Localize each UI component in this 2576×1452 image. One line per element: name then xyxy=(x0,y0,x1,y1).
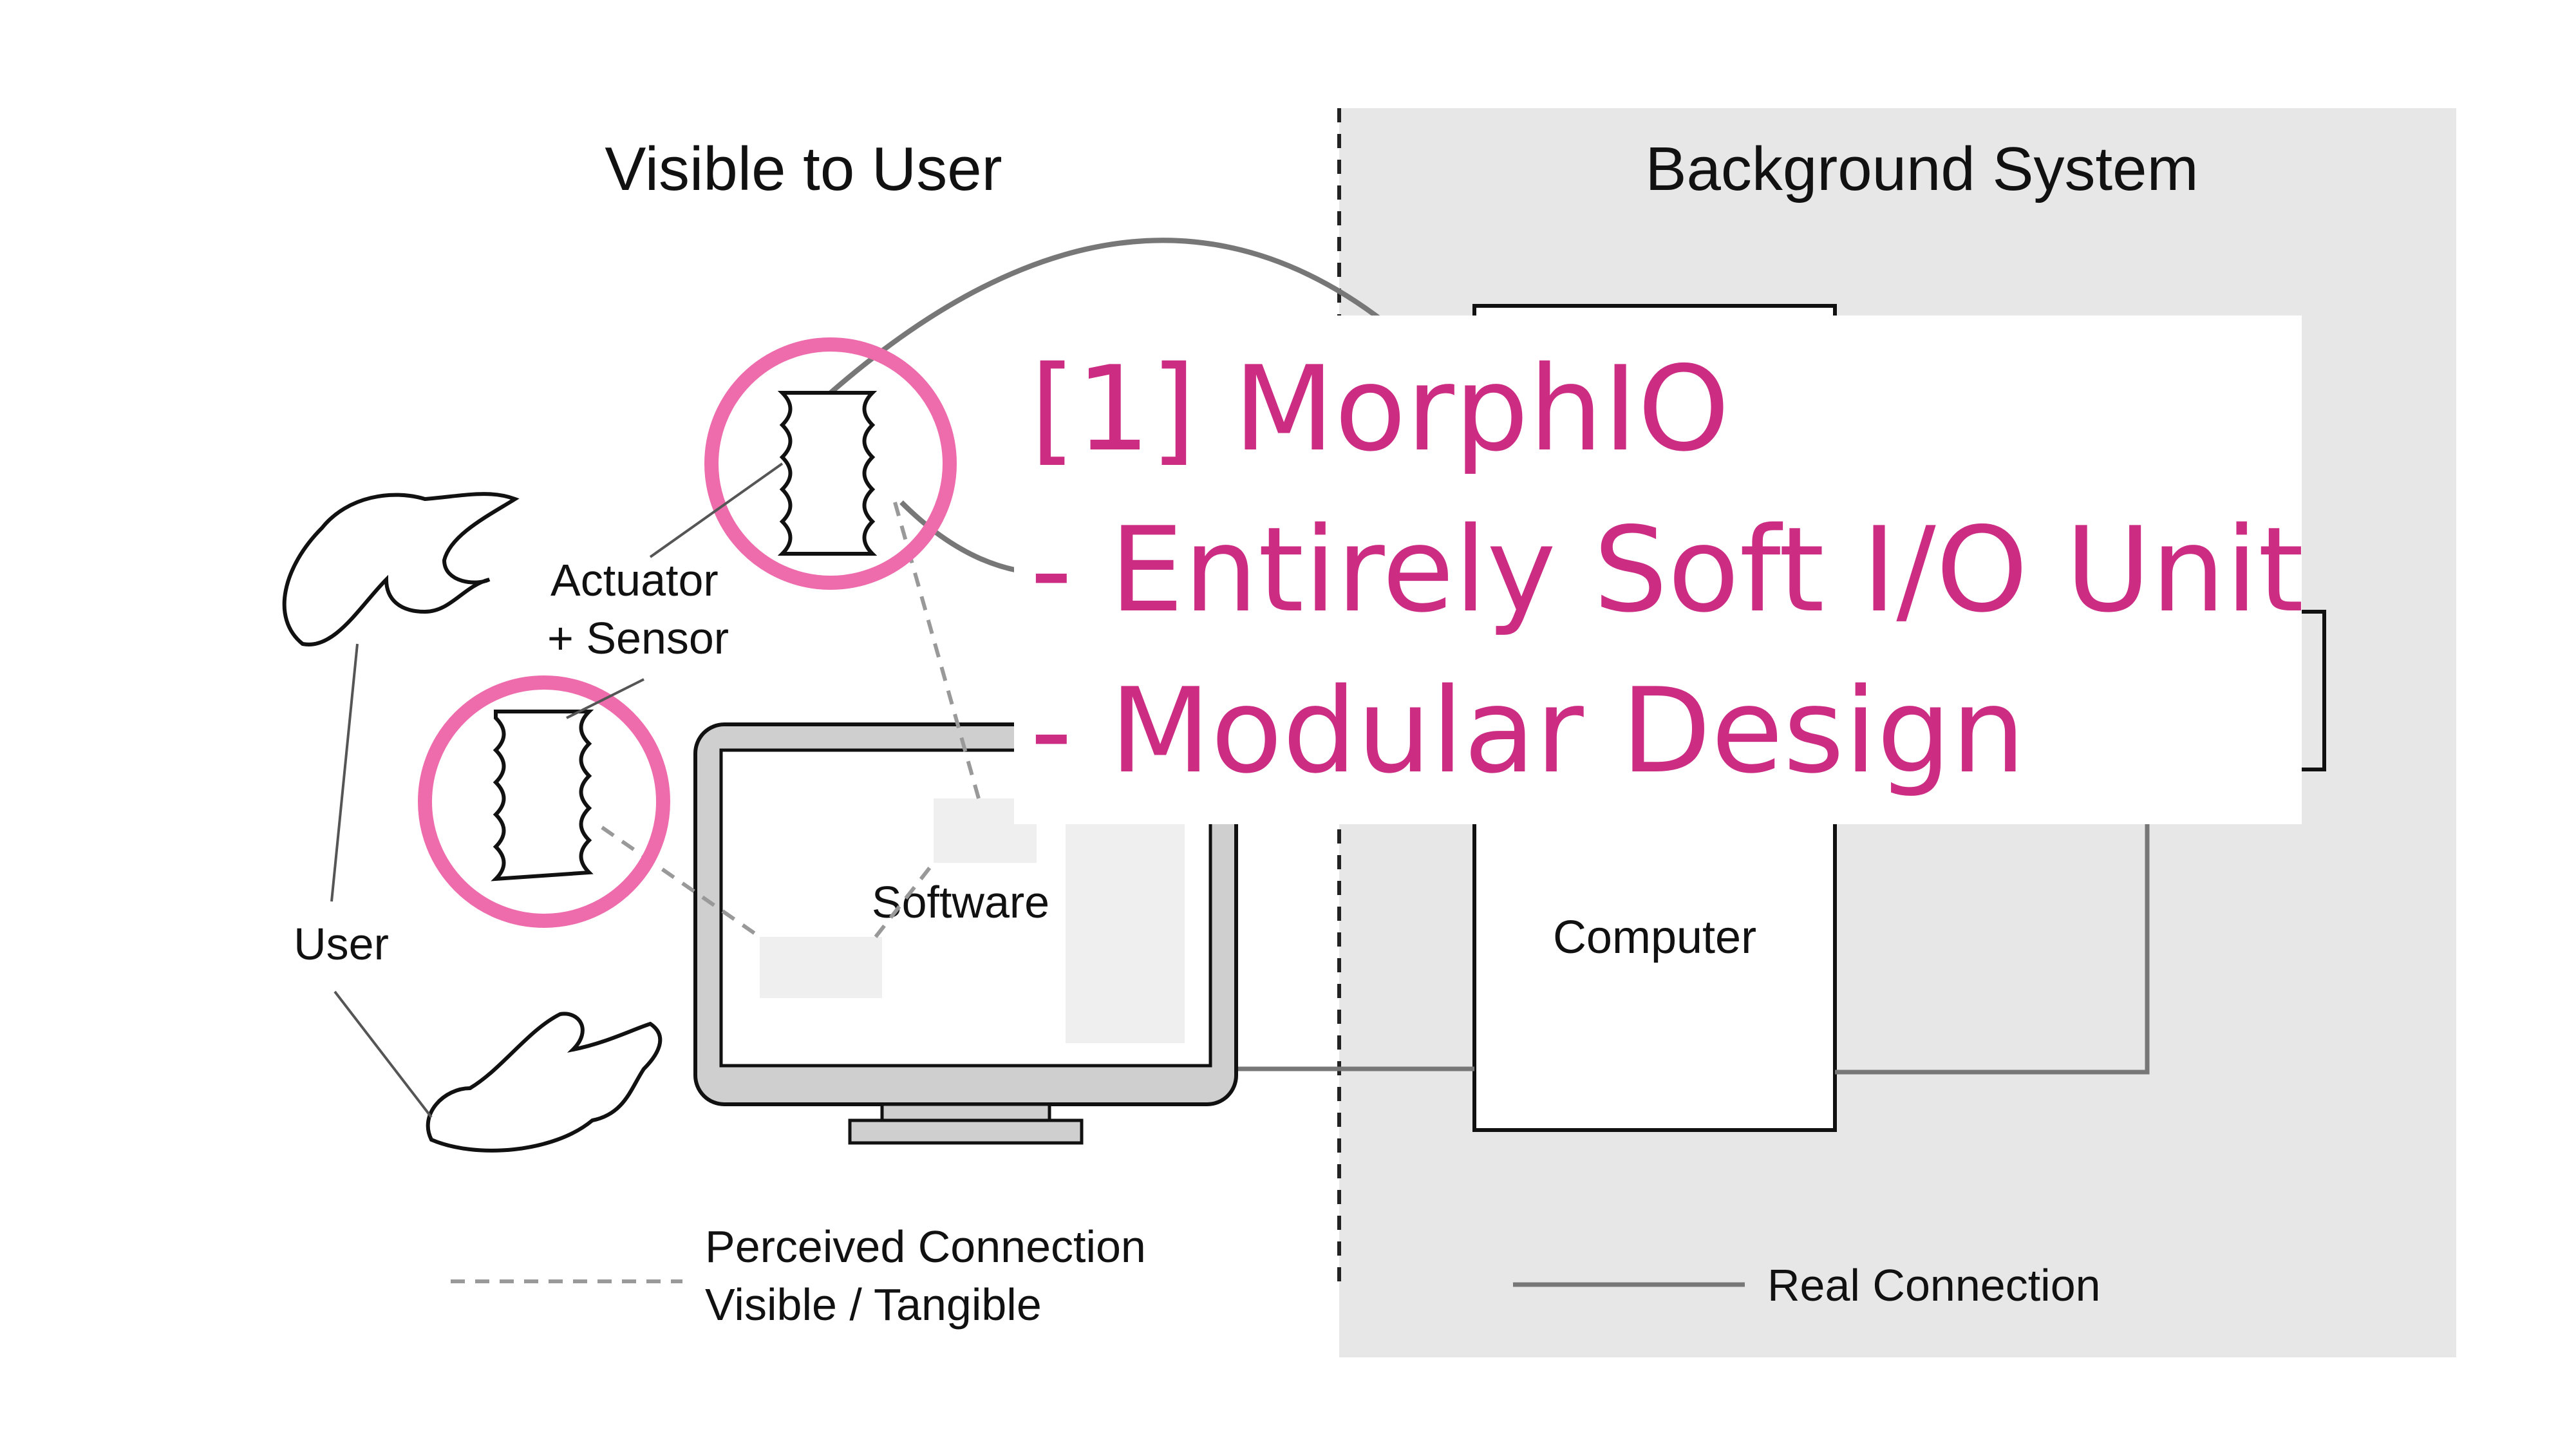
highlight-ring-top xyxy=(704,337,957,590)
screen-element-3 xyxy=(1066,824,1185,1043)
callout-bullet-modular: - Modular Design xyxy=(1030,663,2026,799)
legend-real-label: Real Connection xyxy=(1767,1260,2101,1310)
user-line-top xyxy=(330,643,359,902)
actuator-unit-top xyxy=(777,391,878,556)
background-system-title: Background System xyxy=(1645,135,2198,203)
user-line-bottom xyxy=(334,990,433,1118)
real-connection-arc xyxy=(829,238,1386,395)
legend-perceived-line1: Perceived Connection xyxy=(705,1221,1146,1272)
screen-element-1 xyxy=(760,937,882,998)
monitor-base xyxy=(848,1118,1084,1145)
perceived-connection-2 xyxy=(601,825,761,939)
computer-right-connection xyxy=(1835,824,2150,1075)
highlight-ring-bottom xyxy=(418,675,670,928)
callout-title: [1] MorphIO xyxy=(1030,341,1730,477)
actuator-label-line2: + Sensor xyxy=(547,613,729,663)
actuator-leader-bottom xyxy=(566,678,644,719)
computer-label: Computer xyxy=(1553,912,1756,963)
perceived-connection-3 xyxy=(874,862,935,938)
software-label: Software xyxy=(872,877,1049,927)
callout-bullet-soft-io: - Entirely Soft I/O Unit xyxy=(1030,502,2304,638)
morphio-callout: [1] MorphIO - Entirely Soft I/O Unit - M… xyxy=(1014,316,2304,824)
actuator-leader-top xyxy=(649,462,784,558)
user-label: User xyxy=(294,919,389,969)
actuator-unit-bottom xyxy=(491,710,594,882)
actuator-label-line1: Actuator xyxy=(550,555,719,605)
visible-to-user-title: Visible to User xyxy=(605,135,1002,203)
hand-top xyxy=(282,492,520,646)
hand-bottom xyxy=(426,1012,663,1153)
legend-perceived-line2: Visible / Tangible xyxy=(705,1279,1042,1330)
